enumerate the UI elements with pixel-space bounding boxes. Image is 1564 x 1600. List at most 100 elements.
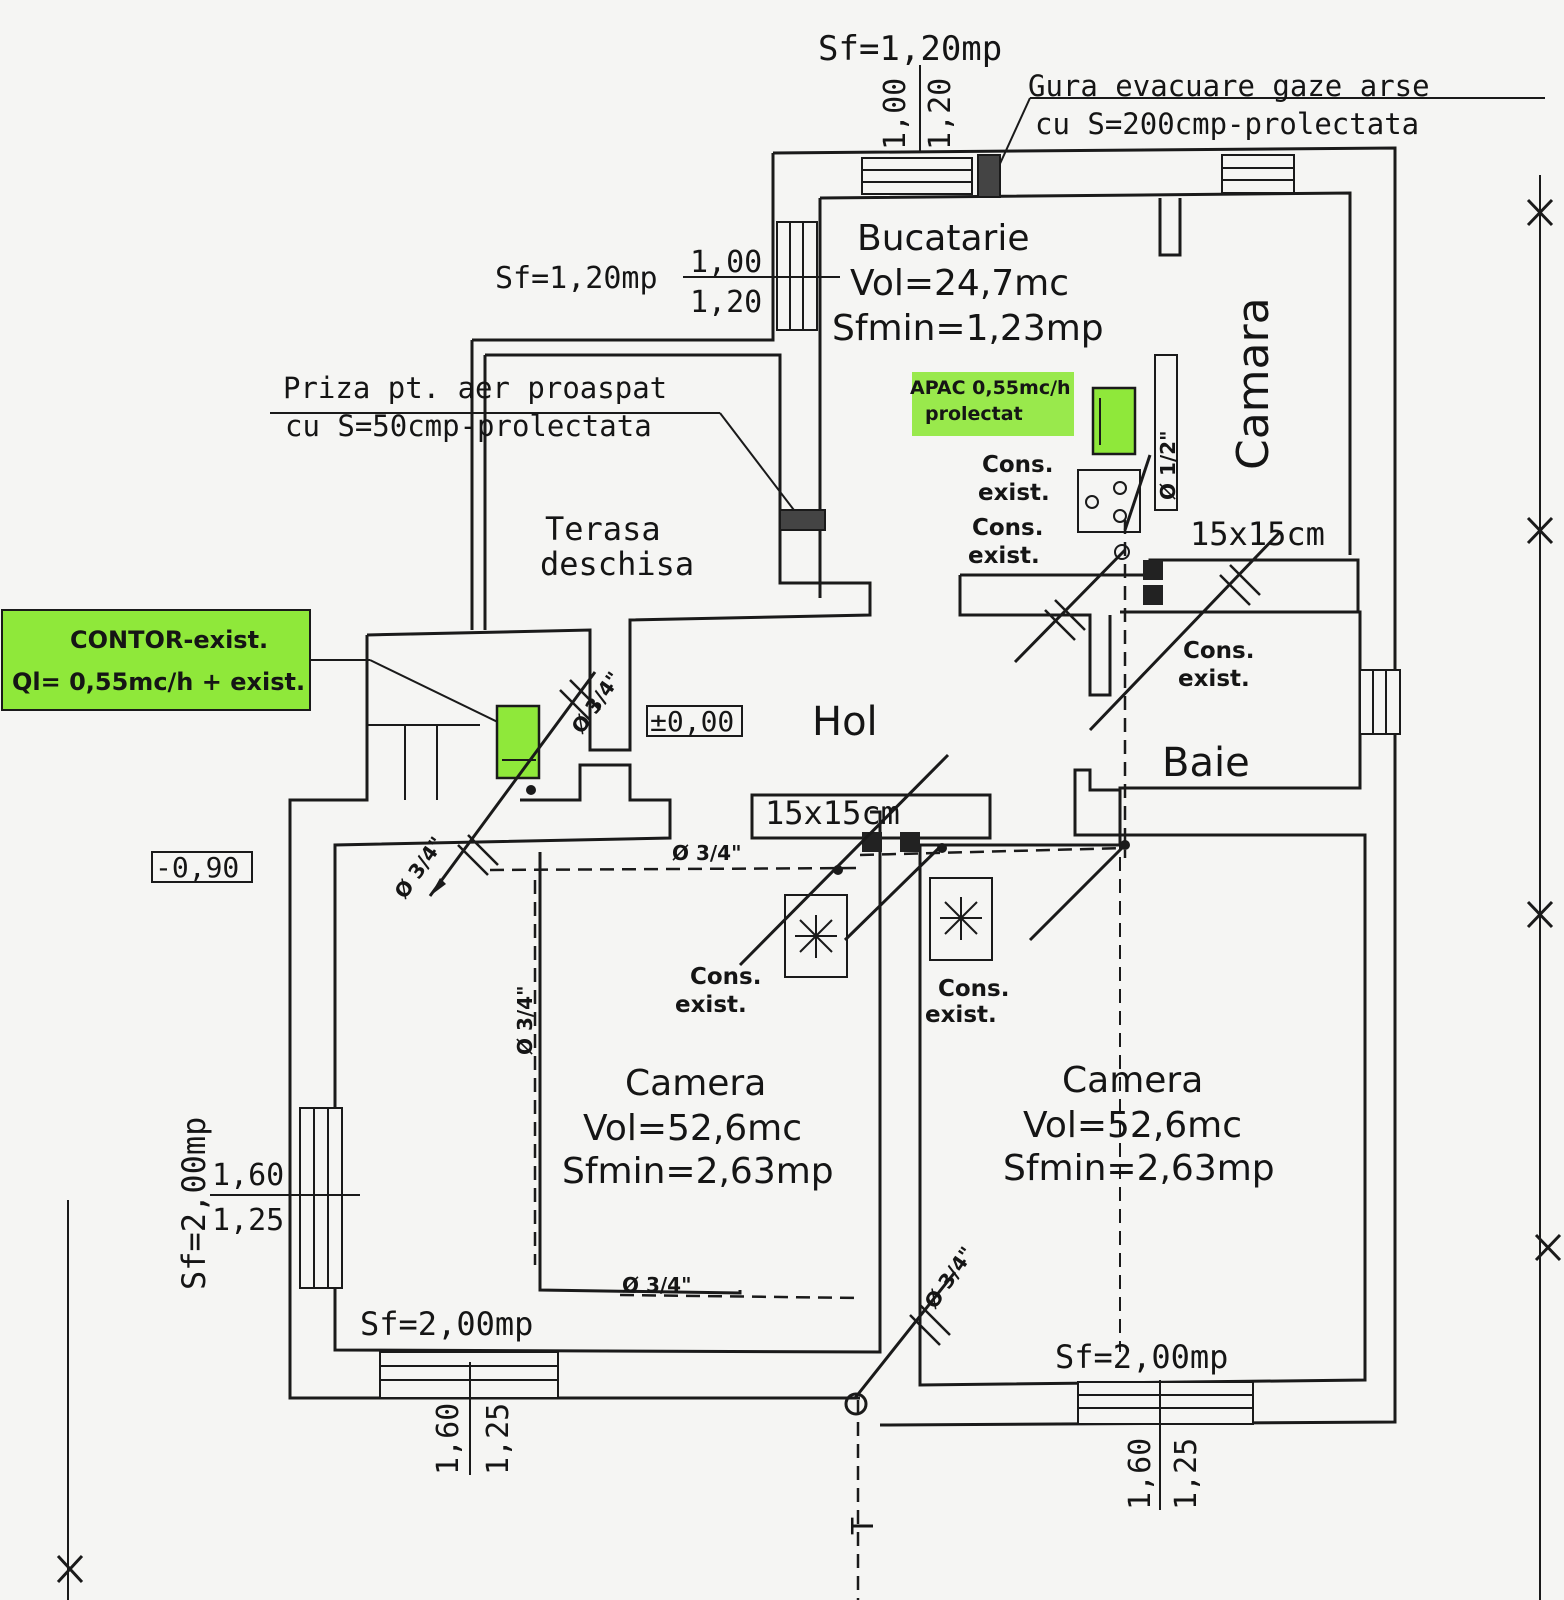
- hol-bath-divider-top: [958, 575, 1112, 697]
- left-kitchen-dim-b: 1,20: [690, 285, 762, 320]
- duct-marker-center-a: [862, 832, 882, 852]
- right-pier: [1073, 768, 1122, 837]
- apac-label-1: APAC 0,55mc/h: [910, 377, 1071, 399]
- camara-label: Camara: [1228, 297, 1279, 470]
- hol-label: Hol: [812, 699, 878, 745]
- pipe-meter-diagonal: [428, 671, 597, 897]
- kitchen-pier: [1158, 198, 1182, 257]
- top-dim-a: 1,00: [878, 78, 913, 150]
- cons-4-b: exist.: [675, 992, 747, 1018]
- contor-label-1: CONTOR-exist.: [70, 626, 268, 654]
- pipe-diam-4: Ø 3/4": [513, 985, 537, 1055]
- pipe-camera-right: [1028, 843, 1127, 942]
- pipe-kitchen-stove: [1013, 548, 1127, 664]
- terasa-label-2: deschisa: [540, 545, 694, 583]
- sf-left-vertical: Sf=2,00mp: [175, 1117, 213, 1290]
- window-camara-top: [1221, 154, 1295, 194]
- central-duct-pier: [750, 793, 992, 840]
- camera-right-title: Camera: [1062, 1060, 1203, 1101]
- pipe-camera-left-bottom: [619, 1293, 861, 1300]
- terrace-top: [472, 330, 775, 342]
- sf-left-kitchen-label: Sf=1,20mp: [495, 261, 658, 296]
- bottom-right-dim-a: 1,60: [1123, 1438, 1158, 1510]
- heater-right: [929, 877, 993, 961]
- duct-marker-right-a: [1143, 560, 1163, 580]
- section-mark: T: [846, 1517, 881, 1535]
- priza-label-1: Priza pt. aer proaspat: [283, 371, 667, 405]
- highlights: [1, 372, 1137, 780]
- camera-left-title: Camera: [625, 1063, 766, 1104]
- stairs: [367, 724, 480, 800]
- terrace-bottom: [366, 555, 872, 752]
- kitchen-sfmin: Sfmin=1,23mp: [832, 308, 1104, 349]
- level-left-box: [151, 851, 253, 883]
- pipe-hol-to-right: [859, 846, 1126, 857]
- window-kitchen-top: [861, 157, 973, 195]
- cons-1-b: exist.: [978, 480, 1050, 506]
- pipe-diam-half: Ø 1/2": [1156, 430, 1180, 500]
- camera-left-walls: [333, 763, 882, 1354]
- kitchen-title: Bucatarie: [857, 218, 1030, 259]
- pipe-heater-left: [738, 753, 950, 967]
- camera-left-inner: [538, 852, 742, 1295]
- pipe-diam-1: Ø 3/4": [566, 667, 626, 738]
- windows: [299, 154, 1401, 1425]
- contor-callout-box: [1, 609, 311, 711]
- dimension-lines: [56, 65, 1562, 1600]
- duct-marker-center-b: [900, 832, 920, 852]
- cons-1-a: Cons.: [982, 452, 1053, 478]
- camera-left-vol: Vol=52,6mc: [583, 1108, 802, 1149]
- top-dim-b: 1,20: [923, 78, 958, 150]
- pipe-entry-bottom: [853, 1271, 957, 1399]
- apac-label-2: prolectat: [925, 403, 1023, 425]
- grilles: [779, 154, 1163, 852]
- camera-right-vol: Vol=52,6mc: [1023, 1105, 1242, 1146]
- kitchen-counter: [1154, 354, 1178, 511]
- pipe-entry-point: [844, 1392, 868, 1416]
- bottom-right-dim-b: 1,25: [1169, 1438, 1204, 1510]
- level-hol-box: [646, 705, 743, 737]
- pipe-diam-6: Ø 3/4": [919, 1242, 979, 1313]
- window-bath-right: [1359, 669, 1401, 735]
- duct-right-label: 15x15cm: [1190, 515, 1325, 553]
- cons-5-b: exist.: [925, 1002, 997, 1028]
- cons-2-a: Cons.: [972, 515, 1043, 541]
- gas-meter: [495, 704, 541, 780]
- pipe-hol-horizontal: [489, 866, 861, 872]
- cons-4-a: Cons.: [690, 964, 761, 990]
- pipe-bath: [1088, 530, 1282, 732]
- level-hol: ±0,00: [650, 705, 734, 738]
- kitchen-vol: Vol=24,7mc: [850, 263, 1069, 304]
- duct-center-label: 15x15cm: [765, 794, 900, 832]
- pipe-apac: [1123, 454, 1152, 531]
- sf-bottom-right: Sf=2,00mp: [1055, 1338, 1228, 1376]
- cons-3-a: Cons.: [1183, 638, 1254, 664]
- gura-label-2: cu S=200cmp-prolectata: [1035, 107, 1419, 141]
- camera-left-sfmin: Sfmin=2,63mp: [562, 1151, 834, 1192]
- terrace-top-inner: [485, 353, 782, 555]
- camera-right-sfmin: Sfmin=2,63mp: [1003, 1148, 1275, 1189]
- window-camera-right-bottom: [1077, 1381, 1254, 1425]
- pipe-diam-3: Ø 3/4": [672, 841, 742, 865]
- labels: Sf=1,20mp 1,00 1,20 Gura evacuare gaze a…: [12, 29, 1430, 1535]
- pipe-heater-right: [843, 843, 944, 942]
- sf-top-label: Sf=1,20mp: [818, 29, 1002, 69]
- level-left: -0,90: [155, 851, 239, 884]
- left-kitchen-dim-a: 1,00: [690, 245, 762, 280]
- outer-wall-left: [288, 635, 860, 1400]
- left-dim-a: 1,60: [212, 1158, 284, 1193]
- priza-label-2: cu S=50cmp-prolectata: [285, 409, 652, 443]
- cons-2-b: exist.: [968, 543, 1040, 569]
- bottom-left-dim-b: 1,25: [481, 1403, 516, 1475]
- duct-marker-right-b: [1143, 585, 1163, 605]
- contor-label-2: Ql= 0,55mc/h + exist.: [12, 668, 305, 696]
- left-dim-b: 1,25: [212, 1203, 284, 1238]
- pipe-diam-5: Ø 3/4": [622, 1273, 692, 1297]
- cons-5-a: Cons.: [938, 976, 1009, 1002]
- gura-label-1: Gura evacuare gaze arse: [1028, 69, 1430, 103]
- fresh-air-grille: [779, 509, 826, 531]
- flue-outlet-grille: [977, 154, 1001, 198]
- cons-3-b: exist.: [1178, 666, 1250, 692]
